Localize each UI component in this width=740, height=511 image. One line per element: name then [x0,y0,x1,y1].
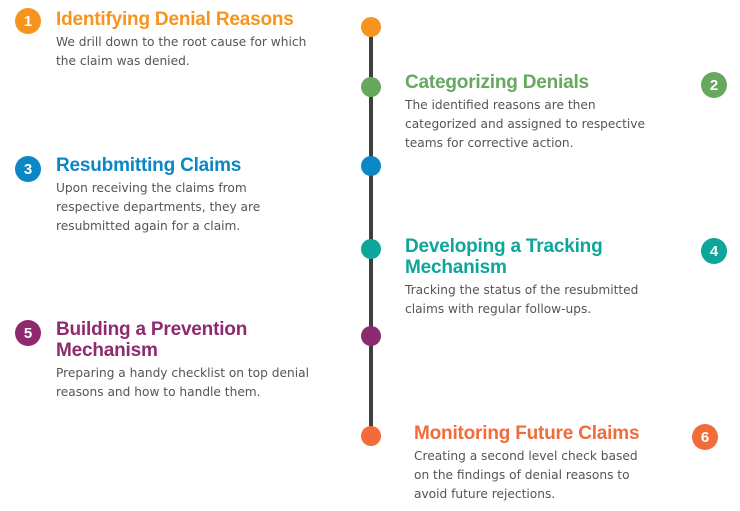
step-6: Monitoring Future Claims Creating a seco… [414,423,684,504]
step-4: Developing a Tracking Mechanism Tracking… [405,236,685,319]
step-title: Identifying Denial Reasons [56,9,294,30]
timeline-dot-2 [361,77,381,97]
step-5: Building a Prevention Mechanism Preparin… [56,319,356,402]
timeline-dot-1 [361,17,381,37]
step-description: Upon receiving the claims from respectiv… [56,181,261,233]
step-number-badge-2: 2 [701,72,727,98]
step-title: Categorizing Denials [405,72,589,93]
step-number-badge-1: 1 [15,8,41,34]
step-number-badge-4: 4 [701,238,727,264]
step-description: Tracking the status of the resubmitted c… [405,283,639,316]
timeline-dot-6 [361,426,381,446]
step-3: Resubmitting Claims Upon receiving the c… [56,155,356,236]
step-1: Identifying Denial Reasons We drill down… [56,9,356,71]
timeline-dot-5 [361,326,381,346]
timeline-dot-4 [361,239,381,259]
step-number-badge-5: 5 [15,320,41,346]
step-title: Resubmitting Claims [56,155,242,176]
step-title: Monitoring Future Claims [414,423,640,444]
step-title: Developing a Tracking Mechanism [405,236,603,278]
step-number-badge-6: 6 [692,424,718,450]
step-description: The identified reasons are then categori… [405,98,645,150]
step-2: Categorizing Denials The identified reas… [405,72,685,153]
step-description: We drill down to the root cause for whic… [56,35,307,68]
step-number-badge-3: 3 [15,156,41,182]
step-description: Creating a second level check based on t… [414,449,638,501]
timeline-line [369,26,373,436]
timeline-dot-3 [361,156,381,176]
step-description: Preparing a handy checklist on top denia… [56,366,309,399]
step-title: Building a Prevention Mechanism [56,319,248,361]
